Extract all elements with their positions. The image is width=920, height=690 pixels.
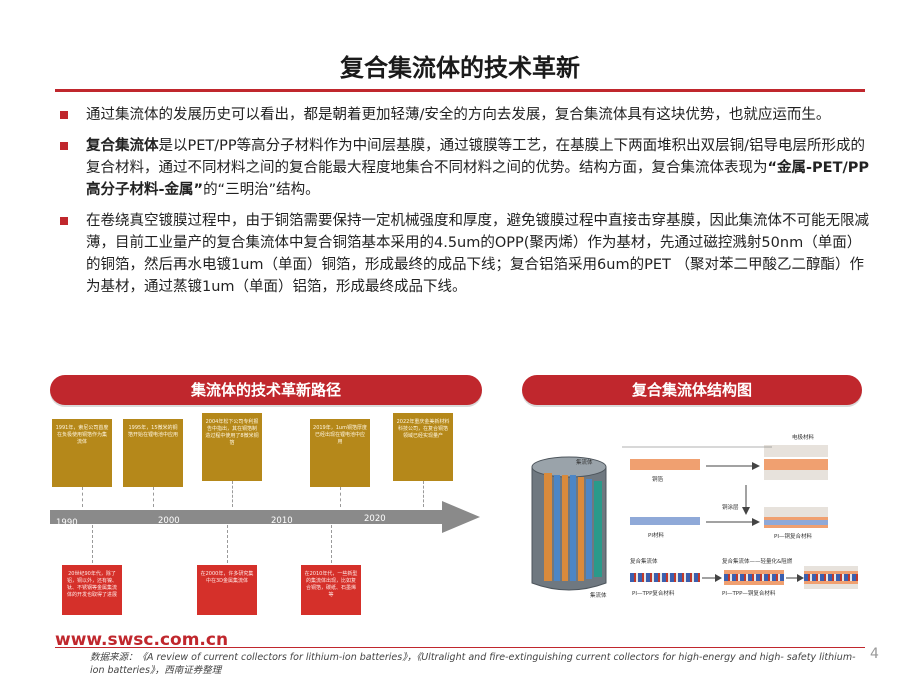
battery-cell-icon [531, 456, 607, 591]
final-copper-top [804, 571, 858, 574]
arrow-right-icon [706, 518, 760, 526]
structure-header: 复合集流体结构图 [522, 375, 862, 405]
connector-line [340, 487, 341, 507]
final-copper-bottom [804, 581, 858, 584]
pi-tpp-label: PI—TPP复合材料 [632, 591, 675, 597]
year-label: 2000 [158, 516, 180, 526]
arrow-right-icon [706, 462, 760, 470]
pi-copper-top [764, 517, 828, 520]
page-number: 4 [870, 646, 879, 662]
square-bullet-icon [60, 142, 68, 150]
electrode-layer-bottom [764, 470, 828, 480]
pi-tpp-layer [630, 573, 700, 582]
structure-panel: 复合集流体结构图 集流体 集流体 电极材料 铜箔 铜涂层 PI材料 PI—铜复合… [522, 375, 862, 625]
footer-divider [55, 647, 865, 648]
connector-line [423, 481, 424, 507]
connector-line [227, 525, 228, 563]
copper-layer-label: 铜涂层 [722, 505, 739, 511]
square-bullet-icon [60, 217, 68, 225]
copper-foil-layer [630, 459, 700, 470]
electrode-layer [764, 445, 828, 457]
pointer-line-icon [622, 446, 772, 448]
pi-copper-label: PI—铜复合材料 [774, 534, 812, 540]
connector-line [92, 525, 93, 563]
pi-tpp-core [724, 574, 784, 581]
arrow-right-icon [786, 574, 804, 582]
year-label: 1990 [56, 518, 78, 528]
final-electrode-bottom [804, 584, 858, 589]
pi-electrode-top [764, 507, 828, 517]
timeline-arrow-icon [50, 501, 480, 533]
bullet-list: 通过集流体的发展历史可以看出，都是朝着更加轻薄/安全的方向去发展，复合集流体具有… [60, 104, 870, 307]
copper-foil-label: 铜箔 [652, 477, 664, 483]
pi-tpp-copper-top [724, 570, 784, 574]
title-divider [55, 89, 865, 92]
timeline-box-1991: 1991年，索尼公司首度在负极使用铜箔作为集流体 [52, 419, 112, 487]
timeline-header: 集流体的技术革新路径 [50, 375, 482, 405]
bullet-item: 复合集流体是以PET/PP等高分子材料作为中间层基膜，通过镀膜等工艺，在基膜上下… [60, 135, 870, 201]
pi-core [764, 520, 828, 525]
connector-line [82, 487, 83, 507]
connector-line [331, 525, 332, 563]
pi-layer [630, 517, 700, 525]
timeline-panel: 集流体的技术革新路径 1991年，索尼公司首度在负极使用铜箔作为集流体 1995… [50, 375, 482, 615]
lightweight-flame-label: 复合集流体——轻量化&阻燃 [722, 559, 793, 565]
pi-tpp-copper-label: PI—TPP—铜复合材料 [722, 591, 776, 597]
pi-material-label: PI材料 [648, 533, 664, 539]
final-electrode-top [804, 566, 858, 571]
bullet-text: 通过集流体的发展历史可以看出，都是朝着更加轻薄/安全的方向去发展，复合集流体具有… [86, 107, 831, 123]
timeline-box-2000s: 在2000年，许多研究集中在3D金属集流体 [197, 565, 257, 615]
timeline-box-2019: 2019年，1um铜箔厚度已经出现在锂电池中应用 [310, 419, 370, 487]
pi-tpp-copper-bottom [724, 581, 784, 585]
composite-collector-label: 复合集流体 [630, 559, 658, 565]
bullet-text: 在卷绕真空镀膜过程中，由于铜箔需要保持一定机械强度和厚度，避免镀膜过程中直接击穿… [86, 213, 869, 295]
bullet-text: 是以PET/PP等高分子材料作为中间层基膜，通过镀膜等工艺，在基膜上下两面堆积出… [86, 138, 866, 176]
timeline-box-1990s: 20世纪90年代，除了铝，铜以外，还有镍、钛、不锈钢等金属集流体的开发也取得了进… [62, 565, 122, 615]
timeline-box-1995: 1995年，15微米的铜箔开始在锂电池中应用 [123, 419, 183, 487]
bullet-bold-lead: 复合集流体 [86, 138, 159, 154]
arrow-down-icon [742, 485, 750, 515]
pi-copper-bottom [764, 525, 828, 528]
bullet-text: 的“三明治”结构。 [203, 182, 320, 198]
footer-source: 数据来源：《A review of current collectors for… [90, 652, 856, 676]
year-label: 2010 [271, 516, 293, 526]
bullet-bold-mid: “金属-PET/PP高分子材料-金属” [86, 160, 870, 198]
bullet-item: 在卷绕真空镀膜过程中，由于铜箔需要保持一定机械强度和厚度，避免镀膜过程中直接击穿… [60, 210, 870, 298]
square-bullet-icon [60, 111, 68, 119]
electrode-material-label: 电极材料 [792, 435, 815, 441]
year-label: 2020 [364, 514, 386, 524]
timeline-box-2022: 2022年重庆金美新材料科技公司，在复合铜箔领域已经实现量产 [393, 413, 453, 481]
final-core [804, 574, 858, 581]
arrow-right-icon [702, 574, 722, 582]
bullet-item: 通过集流体的发展历史可以看出，都是朝着更加轻薄/安全的方向去发展，复合集流体具有… [60, 104, 870, 126]
connector-line [153, 487, 154, 507]
copper-foil-coated-layer [764, 459, 828, 470]
current-collector-label: 集流体 [576, 460, 593, 466]
timeline-box-2004: 2004年松下公司专利报告中指出，其在铜箔制造过程中使用了8微米铜箔 [202, 413, 262, 481]
footer-url[interactable]: www.swsc.com.cn [55, 630, 229, 650]
connector-line [232, 481, 233, 507]
page-title: 复合集流体的技术革新 [340, 54, 580, 82]
battery-collector-label: 集流体 [590, 593, 607, 599]
timeline-box-2010s: 在2010年代，一些新型的集流体出现，比如复合铜箔，碳纸、石墨烯等 [301, 565, 361, 615]
